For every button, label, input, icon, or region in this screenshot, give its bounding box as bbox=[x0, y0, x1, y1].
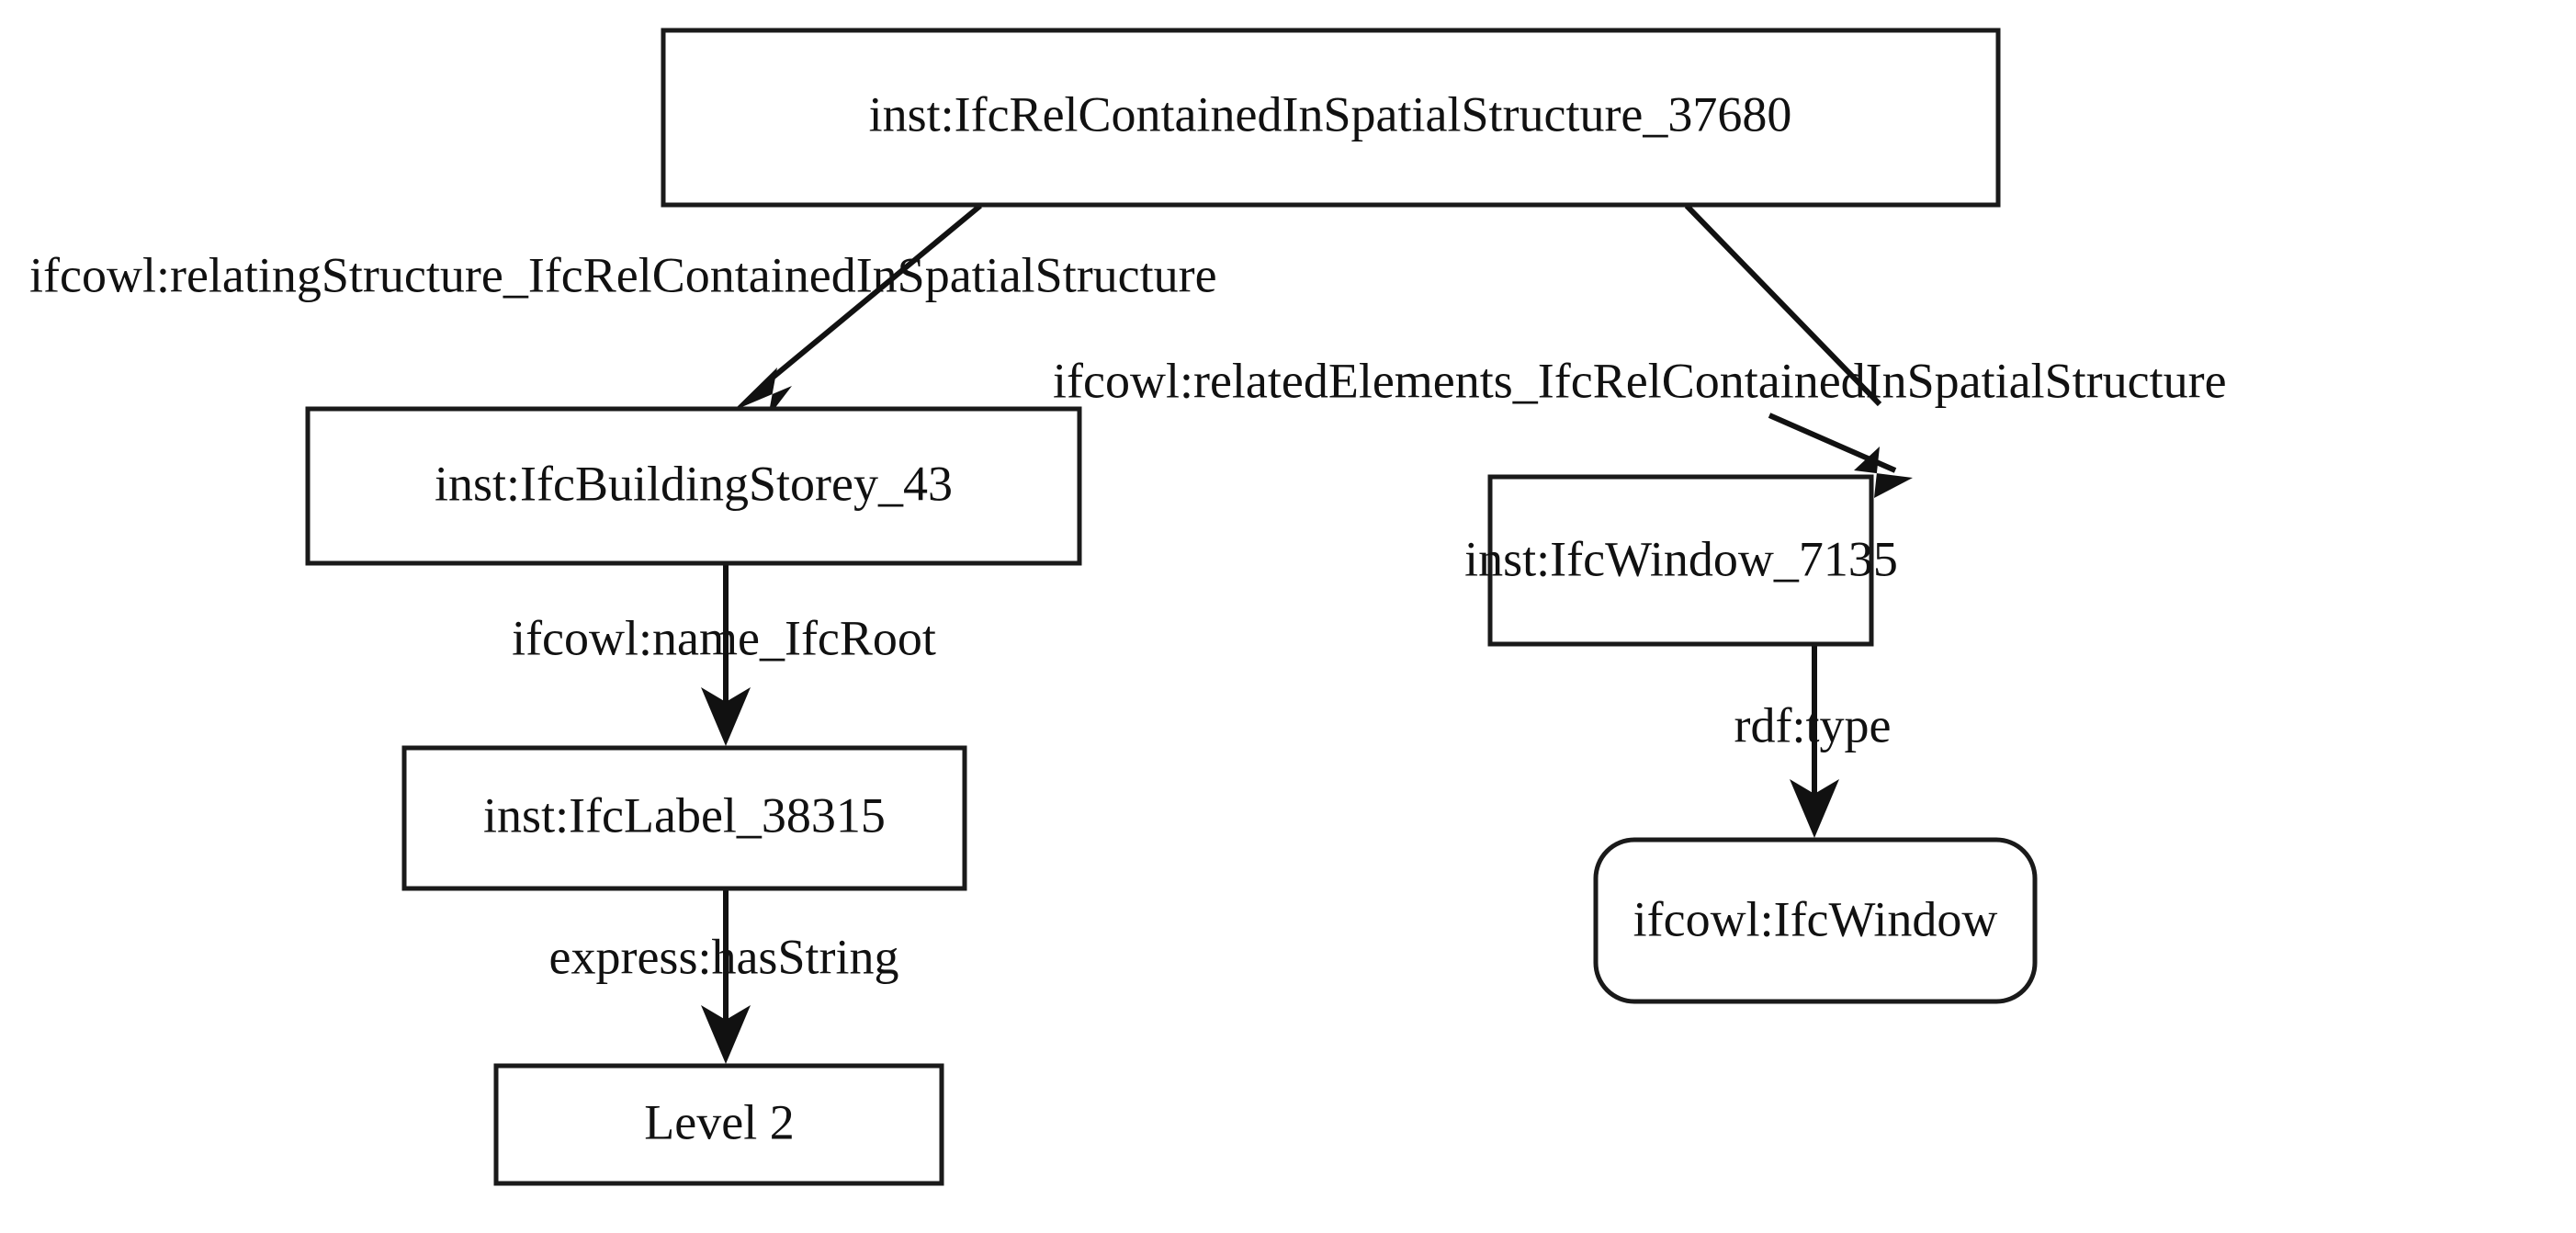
node-box-ifcwindow-instance[interactable] bbox=[1487, 474, 1874, 647]
edge-line-related-elements bbox=[1684, 203, 1882, 407]
arrowhead-rdf-type bbox=[1790, 779, 1839, 838]
node-ifclabel[interactable]: inst:IfcLabel_38315 bbox=[401, 745, 967, 891]
edge-label-name-ifcroot: ifcowl:name_IfcRoot bbox=[512, 610, 936, 665]
arrowhead-related-elements bbox=[1854, 447, 1913, 498]
node-box-ifcbuildingstorey[interactable] bbox=[305, 406, 1082, 566]
edge-label-rdf-type: rdf:type bbox=[1734, 697, 1892, 752]
node-label-level-2: Level 2 bbox=[644, 1094, 794, 1149]
node-level-2[interactable]: Level 2 bbox=[493, 1063, 944, 1186]
node-label-ifcrelcontainedinspatialstructure: inst:IfcRelContainedInSpatialStructure_3… bbox=[869, 86, 1792, 141]
edge-line-relating-structure bbox=[761, 203, 982, 389]
node-label-ifcwindow-instance: inst:IfcWindow_7135 bbox=[1464, 531, 1898, 586]
edge-related-elements: ifcowl:relatedElements_IfcRelContainedIn… bbox=[1053, 203, 2227, 498]
edge-has-string: express:hasString bbox=[549, 888, 899, 1064]
node-ifcbuildingstorey[interactable]: inst:IfcBuildingStorey_43 bbox=[305, 406, 1082, 566]
arrowhead-relating-structure bbox=[733, 368, 792, 417]
edge-label-related-elements: ifcowl:relatedElements_IfcRelContainedIn… bbox=[1053, 353, 2227, 408]
node-ifcwindow-instance[interactable]: inst:IfcWindow_7135 bbox=[1464, 474, 1898, 647]
node-label-ifcbuildingstorey: inst:IfcBuildingStorey_43 bbox=[435, 456, 953, 511]
edge-rdf-type: rdf:type bbox=[1734, 644, 1892, 838]
node-label-ifclabel: inst:IfcLabel_38315 bbox=[483, 787, 886, 843]
node-ifcowl-ifcwindow-class[interactable]: ifcowl:IfcWindow bbox=[1593, 837, 2038, 1004]
node-box-ifcowl-ifcwindow-class[interactable] bbox=[1593, 837, 2038, 1004]
arrowhead-name-ifcroot bbox=[701, 687, 751, 746]
node-ifcrelcontainedinspatialstructure[interactable]: inst:IfcRelContainedInSpatialStructure_3… bbox=[661, 28, 2001, 208]
node-label-ifcowl-ifcwindow-class: ifcowl:IfcWindow bbox=[1633, 891, 1998, 946]
edge-label-has-string: express:hasString bbox=[549, 929, 899, 984]
arrowhead-has-string bbox=[701, 1005, 751, 1064]
node-box-ifcrelcontainedinspatialstructure[interactable] bbox=[661, 28, 2001, 208]
edge-name-ifcroot: ifcowl:name_IfcRoot bbox=[512, 563, 936, 746]
node-box-ifclabel[interactable] bbox=[401, 745, 967, 891]
edge-relating-structure: ifcowl:relatingStructure_IfcRelContained… bbox=[29, 203, 1217, 417]
edge-label-relating-structure: ifcowl:relatingStructure_IfcRelContained… bbox=[29, 247, 1217, 302]
node-box-level-2[interactable] bbox=[493, 1063, 944, 1186]
